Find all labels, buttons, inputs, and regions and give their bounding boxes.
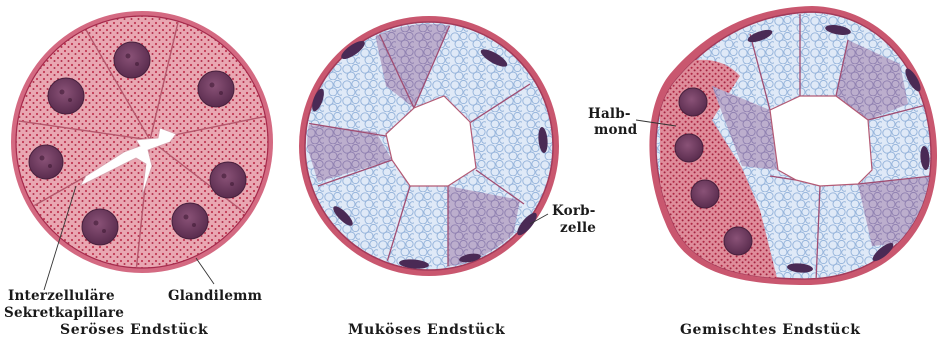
label-korbzelle-line1: Korb- (552, 205, 596, 219)
mixed-acinus (636, 6, 937, 285)
caption-mukoes: Muköses Endstück (348, 323, 505, 337)
serous-acinus (0, 11, 284, 290)
label-halbmond-line1: Halb- (588, 108, 631, 122)
caption-seroes: Seröses Endstück (60, 323, 208, 337)
mucous-shaded-cell-bottom (448, 186, 520, 266)
mucous-acinus (299, 16, 559, 276)
label-sekretkapillare: Sekretkapillare (4, 307, 124, 321)
label-glandilemm: Glandilemm (168, 290, 262, 304)
caption-gemischt: Gemischtes Endstück (680, 323, 861, 337)
label-interzellulaere: Interzelluläre (8, 290, 115, 304)
label-halbmond-line2: mond (594, 124, 637, 138)
glandilemm-pointer (196, 258, 214, 284)
label-korbzelle-line2: zelle (560, 222, 596, 236)
